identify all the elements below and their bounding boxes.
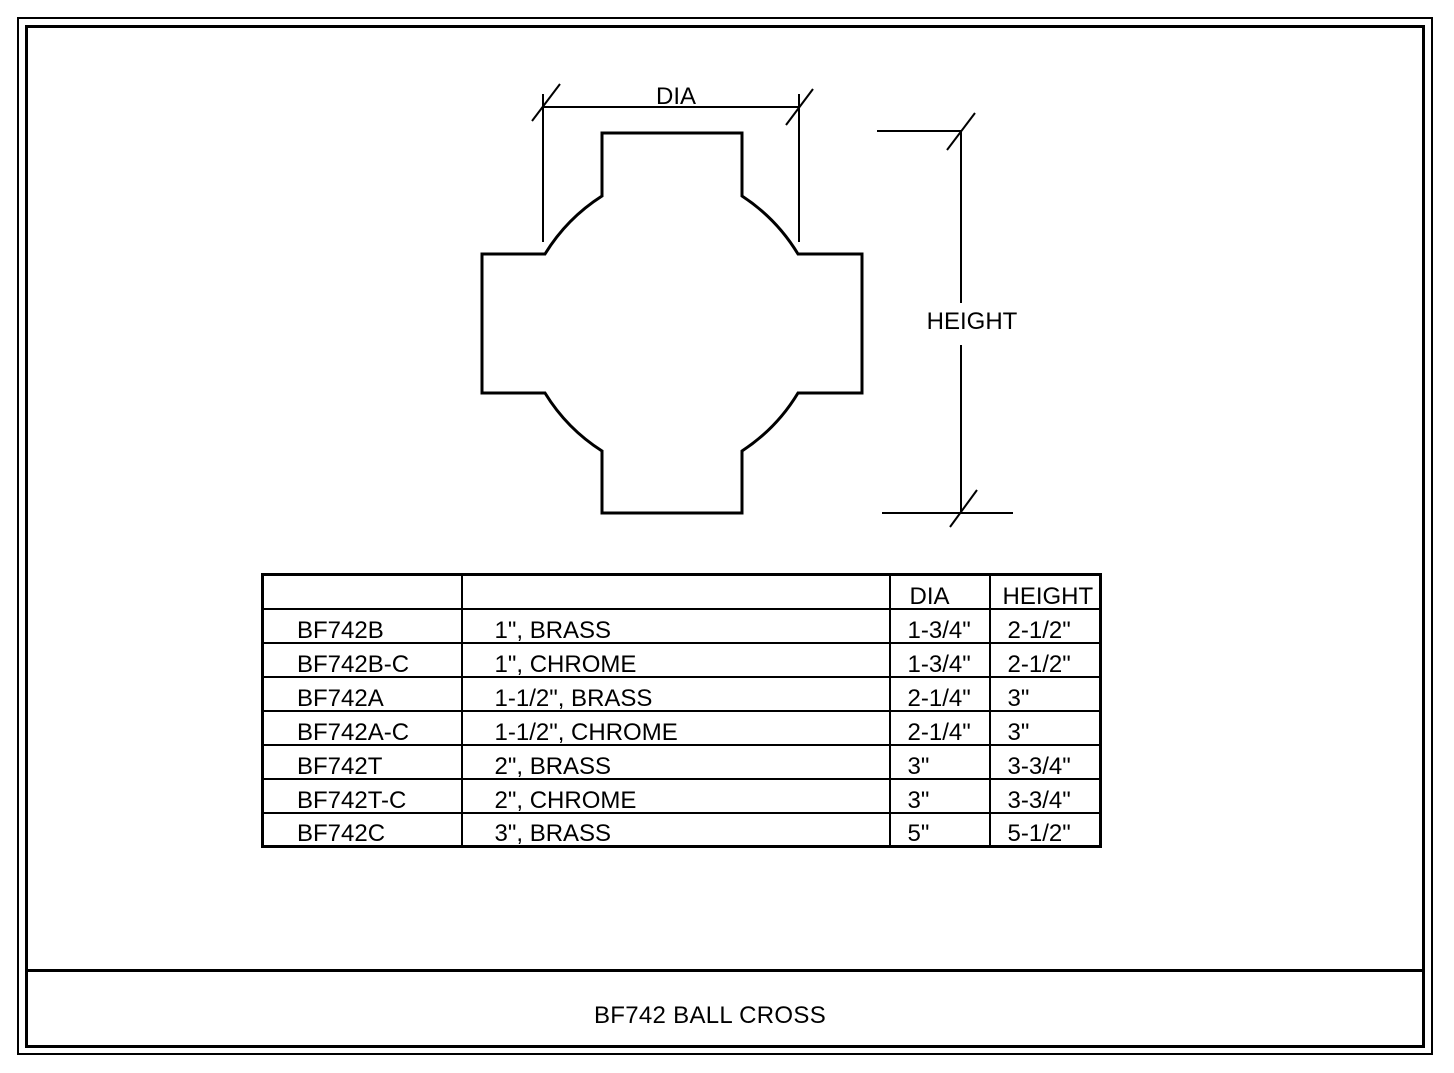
header-dia: DIA [888, 573, 991, 610]
height-label: HEIGHT [927, 308, 1018, 335]
table-row: BF742C 3", BRASS 5" 5-1/2" [261, 811, 1102, 848]
height-dimension [877, 112, 1013, 528]
dia-dimension [531, 83, 814, 242]
cell-dia: 5" [888, 811, 991, 848]
cell-part-number: BF742C [261, 811, 463, 848]
cell-part-number: BF742B [261, 607, 463, 644]
table-row: BF742B-C 1", CHROME 1-3/4" 2-1/2" [261, 641, 1102, 678]
cell-dia: 2-1/4" [888, 709, 991, 746]
cell-description: 2", BRASS [460, 743, 891, 780]
cell-height: 3-3/4" [988, 743, 1102, 780]
cell-height: 5-1/2" [988, 811, 1102, 848]
cell-height: 2-1/2" [988, 641, 1102, 678]
cell-part-number: BF742A-C [261, 709, 463, 746]
cell-description: 1", BRASS [460, 607, 891, 644]
cell-dia: 2-1/4" [888, 675, 991, 712]
table-row: BF742T-C 2", CHROME 3" 3-3/4" [261, 777, 1102, 814]
cell-height: 3" [988, 675, 1102, 712]
table-row: BF742A 1-1/2", BRASS 2-1/4" 3" [261, 675, 1102, 712]
cell-description: 3", BRASS [460, 811, 891, 848]
cell-description: 1-1/2", CHROME [460, 709, 891, 746]
table-row: BF742B 1", BRASS 1-3/4" 2-1/2" [261, 607, 1102, 644]
drawing-border-inner [25, 25, 1425, 1048]
title-block-divider [25, 969, 1425, 972]
cell-dia: 1-3/4" [888, 641, 991, 678]
cell-description: 1-1/2", BRASS [460, 675, 891, 712]
table-header-row: DIA HEIGHT [261, 573, 1102, 610]
header-height: HEIGHT [988, 573, 1102, 610]
cell-height: 3" [988, 709, 1102, 746]
table-row: BF742T 2", BRASS 3" 3-3/4" [261, 743, 1102, 780]
dia-label: DIA [656, 83, 696, 110]
cell-part-number: BF742A [261, 675, 463, 712]
drawing-title: BF742 BALL CROSS [593, 1002, 826, 1029]
spec-table: DIA HEIGHT BF742B 1", BRASS 1-3/4" 2-1/2… [261, 573, 1102, 848]
cell-height: 3-3/4" [988, 777, 1102, 814]
drawing-border-outer [17, 17, 1433, 1055]
header-part [261, 573, 463, 610]
ball-cross-outline [480, 131, 864, 515]
table-row: BF742A-C 1-1/2", CHROME 2-1/4" 3" [261, 709, 1102, 746]
header-description [460, 573, 891, 610]
cell-part-number: BF742T [261, 743, 463, 780]
cell-dia: 3" [888, 743, 991, 780]
cell-dia: 1-3/4" [888, 607, 991, 644]
cell-part-number: BF742T-C [261, 777, 463, 814]
cell-part-number: BF742B-C [261, 641, 463, 678]
cell-description: 1", CHROME [460, 641, 891, 678]
cell-height: 2-1/2" [988, 607, 1102, 644]
cell-dia: 3" [888, 777, 991, 814]
cell-description: 2", CHROME [460, 777, 891, 814]
